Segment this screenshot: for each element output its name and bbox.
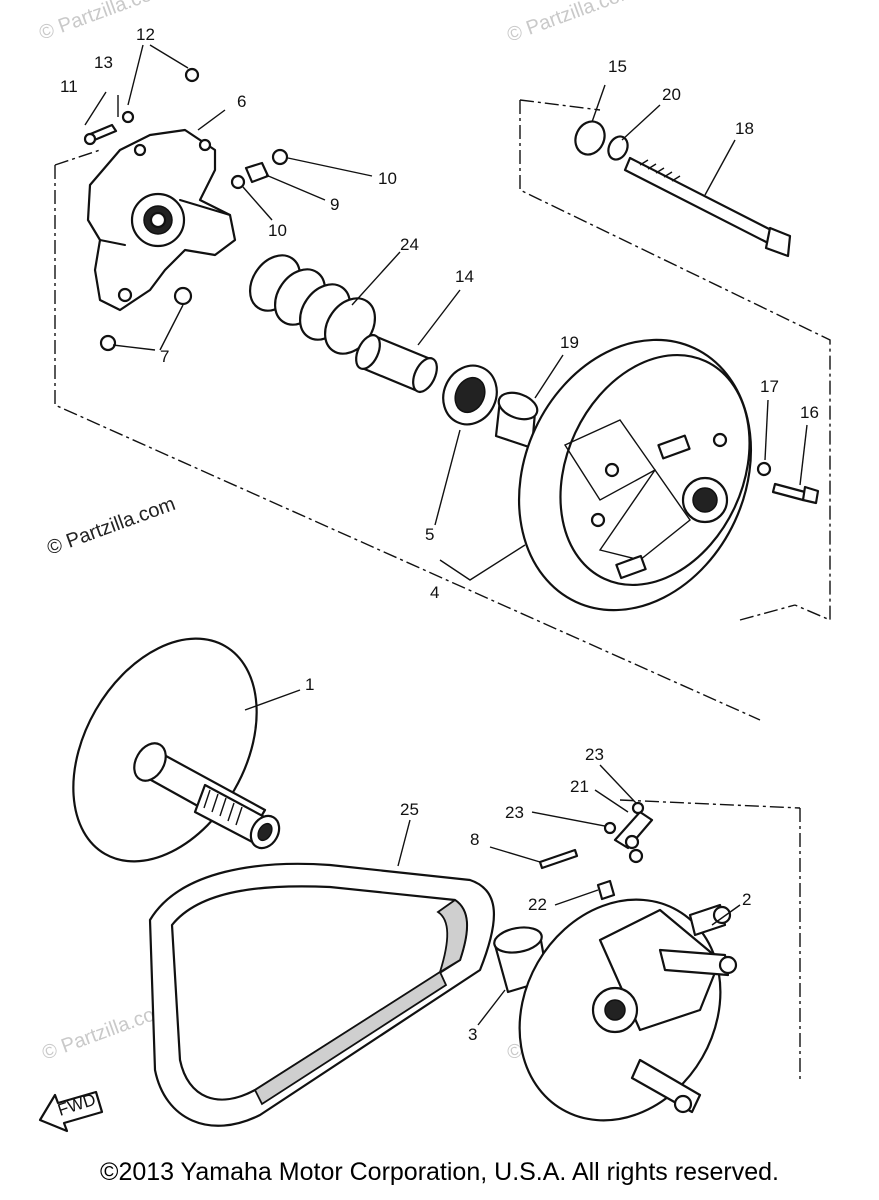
leader-20 xyxy=(621,104,661,141)
sliding-sheave-4 xyxy=(517,338,753,612)
nut-7-right xyxy=(173,286,193,306)
callout-1: 1 xyxy=(305,675,314,694)
callout-14: 14 xyxy=(455,267,474,286)
leader-7 xyxy=(112,304,184,351)
leader-3 xyxy=(477,989,506,1026)
callout-6: 6 xyxy=(237,92,246,111)
leader-6 xyxy=(197,109,226,131)
leader-10-upper xyxy=(287,157,373,177)
leader-15 xyxy=(591,84,606,123)
leader-4 xyxy=(439,544,526,581)
washer-13 xyxy=(121,110,135,124)
leader-2 xyxy=(711,904,741,926)
fixed-sheave-2 xyxy=(518,898,738,1122)
v-belt-25 xyxy=(148,862,496,1127)
leader-10-lower xyxy=(242,186,273,221)
collar-9 xyxy=(244,161,270,184)
callout-21: 21 xyxy=(570,777,589,796)
callout-20: 20 xyxy=(662,85,681,104)
bolt-16 xyxy=(771,482,820,505)
callout-4: 4 xyxy=(430,583,439,602)
leader-21 xyxy=(594,789,629,813)
washer-15 xyxy=(574,120,606,156)
leader-16 xyxy=(799,424,808,486)
weight-arm-21 xyxy=(613,810,654,864)
leader-14 xyxy=(417,289,461,346)
callout-10-upper: 10 xyxy=(378,169,397,188)
assembly-outline-lower-top xyxy=(619,799,801,809)
leader-11-13 xyxy=(84,91,119,126)
spring-24 xyxy=(248,254,377,355)
sleeve-14 xyxy=(355,333,438,394)
leader-23-lower xyxy=(531,811,606,827)
callout-23-upper: 23 xyxy=(585,745,604,764)
leader-24 xyxy=(351,251,401,306)
fixed-sheave-1 xyxy=(72,637,281,863)
callout-18: 18 xyxy=(735,119,754,138)
callout-7: 7 xyxy=(160,347,169,366)
nut-7-left xyxy=(99,334,117,352)
callout-8: 8 xyxy=(470,830,479,849)
leader-9 xyxy=(265,174,326,201)
leader-18 xyxy=(704,139,736,196)
nut-10-upper xyxy=(271,148,289,166)
callout-17: 17 xyxy=(760,377,779,396)
callout-25: 25 xyxy=(400,800,419,819)
watermark-top-right: © Partzilla.com xyxy=(504,0,638,47)
leader-12 xyxy=(127,44,189,106)
callout-24: 24 xyxy=(400,235,419,254)
callout-13: 13 xyxy=(94,53,113,72)
callout-15: 15 xyxy=(608,57,627,76)
leader-5 xyxy=(434,429,461,526)
watermark-main: © Partzilla.com xyxy=(44,493,178,560)
assembly-outline-left xyxy=(54,165,761,721)
assembly-outline-right xyxy=(519,100,831,622)
callout-10-lower: 10 xyxy=(268,221,287,240)
leader-23-upper xyxy=(599,764,637,804)
leader-25 xyxy=(397,819,411,867)
callout-9: 9 xyxy=(330,195,339,214)
fwd-arrow: FWD xyxy=(38,1090,104,1133)
callout-5: 5 xyxy=(425,525,434,544)
bolt-11 xyxy=(83,123,118,146)
leader-19 xyxy=(534,354,564,399)
callout-19: 19 xyxy=(560,333,579,352)
callout-2: 2 xyxy=(742,890,751,909)
callout-12: 12 xyxy=(136,25,155,44)
bolt-18 xyxy=(623,156,792,258)
washer-23-lower xyxy=(603,821,617,835)
callout-22: 22 xyxy=(528,895,547,914)
copyright-notice: ©2013 Yamaha Motor Corporation, U.S.A. A… xyxy=(100,1158,779,1186)
secondary-bracket xyxy=(86,128,237,312)
leader-17 xyxy=(764,399,769,461)
nut-12 xyxy=(184,67,200,83)
collar-22 xyxy=(596,879,616,901)
pin-8 xyxy=(538,848,579,870)
bushing-5 xyxy=(442,364,498,426)
nut-10-lower xyxy=(230,174,246,190)
callout-23-lower: 23 xyxy=(505,803,524,822)
washer-20 xyxy=(607,135,629,161)
washer-23-upper xyxy=(631,801,645,815)
leader-1 xyxy=(244,689,301,711)
callout-16: 16 xyxy=(800,403,819,422)
callout-11: 11 xyxy=(60,77,78,96)
assembly-outline-top-left xyxy=(54,149,101,166)
assembly-outline-tail xyxy=(739,604,796,621)
nut-17 xyxy=(756,461,772,477)
assembly-outline-top-right xyxy=(519,99,601,111)
callout-3: 3 xyxy=(468,1025,477,1044)
leader-8 xyxy=(489,846,541,863)
leader-22 xyxy=(554,889,599,906)
